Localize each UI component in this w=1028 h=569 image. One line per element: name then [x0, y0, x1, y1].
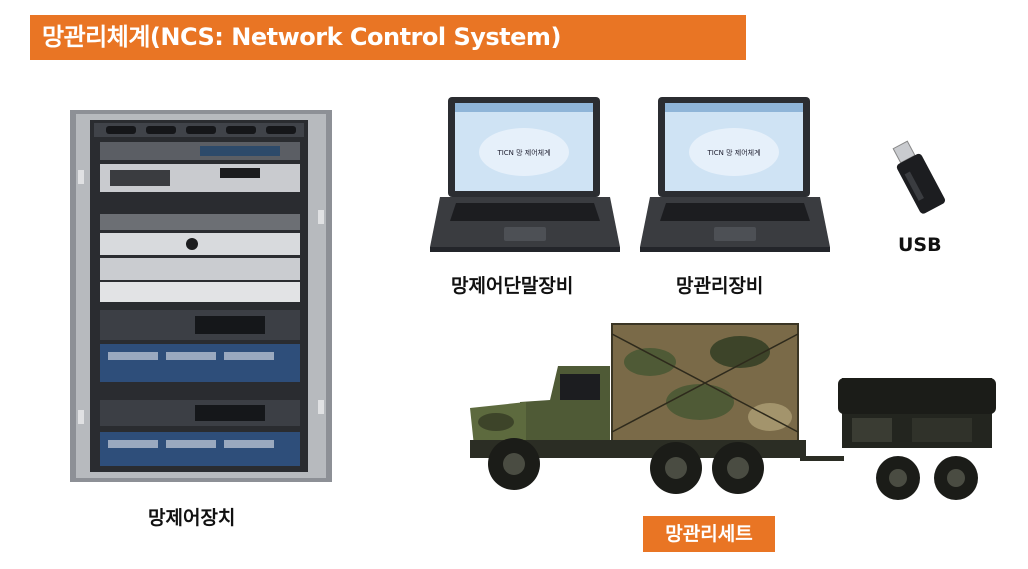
- rack-label: 망제어장치: [148, 507, 236, 529]
- vehicle-label: 망관리세트: [643, 516, 775, 552]
- usb-label: USB: [898, 234, 942, 256]
- laptop-mgmt-label: 망관리장비: [676, 275, 764, 297]
- usb-stick-image: [892, 140, 946, 214]
- laptop-terminal-image: TICN 망 제어체계: [430, 97, 620, 252]
- laptop-terminal-screen-text: TICN 망 제어체계: [496, 148, 550, 157]
- server-rack-image: [70, 110, 332, 482]
- military-truck-image: [470, 323, 996, 500]
- laptop-terminal-label: 망제어단말장비: [451, 275, 574, 297]
- laptop-mgmt-image: TICN 망 제어체계: [640, 97, 830, 252]
- laptop-mgmt-screen-text: TICN 망 제어체계: [706, 148, 760, 157]
- page-title: 망관리체계(NCS: Network Control System): [30, 15, 746, 60]
